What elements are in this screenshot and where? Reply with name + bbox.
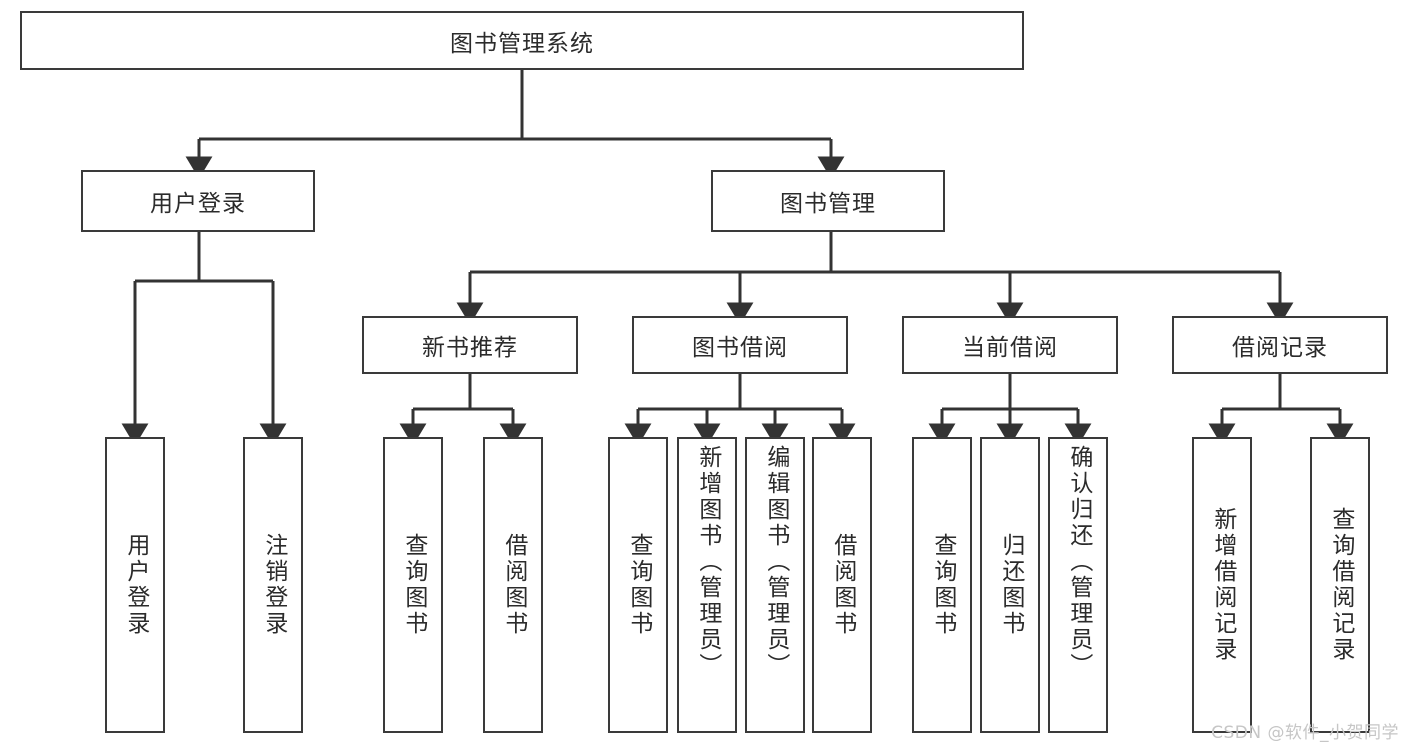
node-new-book-recommend[interactable]: 新书推荐: [362, 316, 578, 374]
node-label: 图书管理系统: [450, 30, 594, 57]
node-book-borrow[interactable]: 图书借阅: [632, 316, 848, 374]
node-label: 查询图书: [929, 533, 956, 637]
leaf-add-borrow-record[interactable]: 新增借阅记录: [1192, 437, 1252, 733]
node-label: 归还图书: [997, 533, 1024, 637]
node-borrow-record[interactable]: 借阅记录: [1172, 316, 1388, 374]
node-current-borrow[interactable]: 当前借阅: [902, 316, 1118, 374]
leaf-add-book-admin[interactable]: 新增图书（管理员）: [677, 437, 737, 733]
node-label: 编辑图书（管理员）: [762, 445, 789, 679]
node-label: 图书管理: [780, 191, 876, 217]
node-label: 查询图书: [625, 533, 652, 637]
leaf-logout[interactable]: 注销登录: [243, 437, 303, 733]
leaf-confirm-return-admin[interactable]: 确认归还（管理员）: [1048, 437, 1108, 733]
leaf-return-book[interactable]: 归还图书: [980, 437, 1040, 733]
node-label: 借阅图书: [829, 533, 856, 637]
leaf-user-login[interactable]: 用户登录: [105, 437, 165, 733]
node-label: 借阅图书: [500, 533, 527, 637]
leaf-borrow-book-recommend[interactable]: 借阅图书: [483, 437, 543, 733]
node-label: 查询借阅记录: [1327, 507, 1354, 663]
node-label: 确认归还（管理员）: [1065, 445, 1092, 679]
leaf-query-book-borrow[interactable]: 查询图书: [608, 437, 668, 733]
node-label: 新增图书（管理员）: [694, 445, 721, 679]
node-label: 注销登录: [260, 533, 287, 637]
leaf-query-borrow-record[interactable]: 查询借阅记录: [1310, 437, 1370, 733]
node-label: 当前借阅: [962, 335, 1058, 361]
leaf-borrow-book[interactable]: 借阅图书: [812, 437, 872, 733]
node-label: 新书推荐: [422, 335, 518, 361]
node-label: 借阅记录: [1232, 335, 1328, 361]
node-label: 查询图书: [400, 533, 427, 637]
leaf-query-book-current[interactable]: 查询图书: [912, 437, 972, 733]
leaf-query-book-recommend[interactable]: 查询图书: [383, 437, 443, 733]
node-label: 图书借阅: [692, 335, 788, 361]
node-label: 新增借阅记录: [1209, 507, 1236, 663]
node-label: 用户登录: [122, 533, 149, 637]
node-root[interactable]: 图书管理系统: [20, 11, 1024, 70]
node-user-login[interactable]: 用户登录: [81, 170, 315, 232]
node-book-management[interactable]: 图书管理: [711, 170, 945, 232]
leaf-edit-book-admin[interactable]: 编辑图书（管理员）: [745, 437, 805, 733]
watermark: CSDN @软件_小贺同学: [1211, 723, 1399, 743]
node-label: 用户登录: [150, 191, 246, 217]
